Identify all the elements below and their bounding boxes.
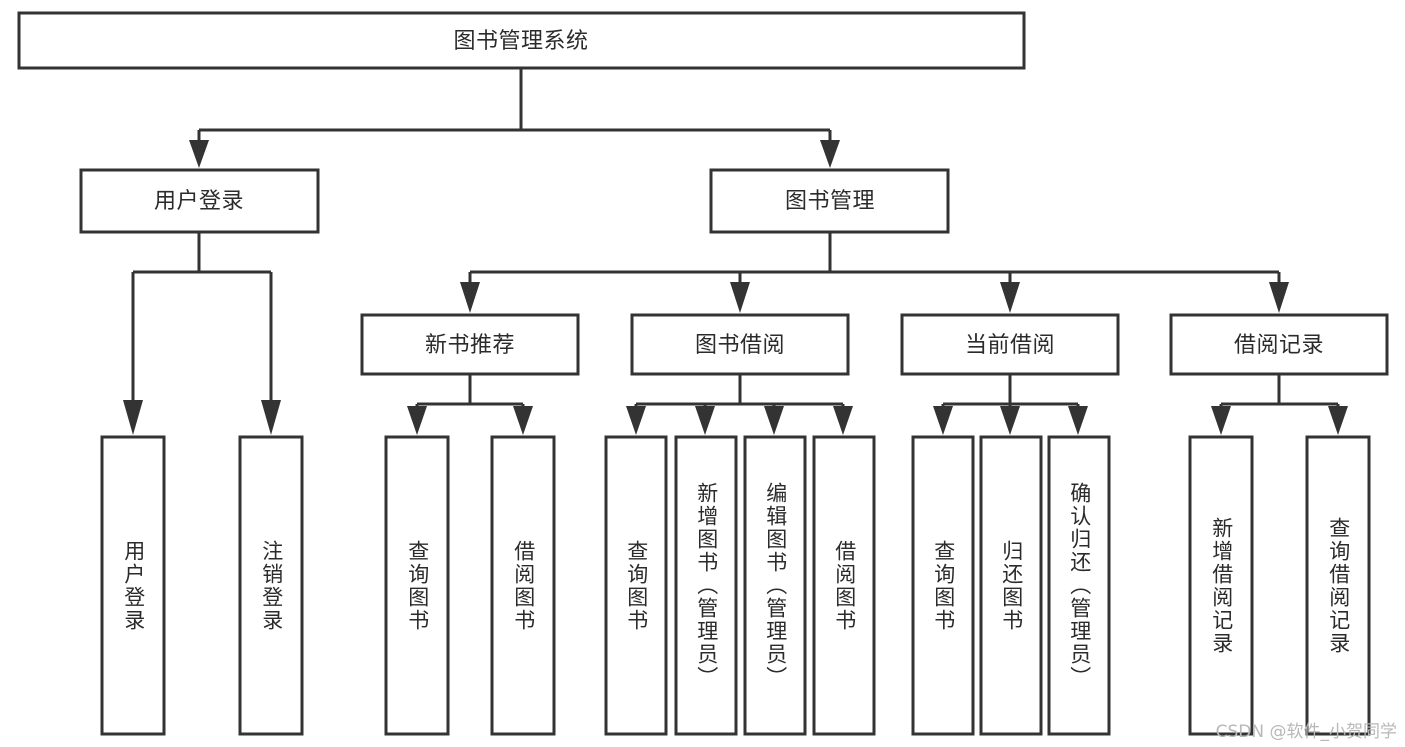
arrow-to-book-mgmt bbox=[820, 140, 840, 168]
arrow-book-mgmt-child-3 bbox=[1000, 282, 1020, 313]
leaf-box-user-login-1[interactable] bbox=[100, 435, 166, 736]
arrow-to-user-login bbox=[189, 140, 209, 168]
node-root-label: 图书管理系统 bbox=[453, 29, 588, 54]
leaf-box-new-book-2[interactable] bbox=[490, 435, 556, 736]
arrow-book-borrow-leaf-4 bbox=[833, 406, 853, 435]
leaf-box-current-borrow-2[interactable] bbox=[979, 435, 1043, 736]
arrow-borrow-record-leaf-2 bbox=[1328, 406, 1348, 435]
connector-group-book-borrow bbox=[626, 374, 853, 435]
node-new-book-recommend-box[interactable] bbox=[360, 313, 580, 376]
node-current-borrow-label: 当前借阅 bbox=[965, 333, 1055, 358]
leaf-box-book-borrow-3[interactable] bbox=[743, 435, 807, 736]
leaf-boxes-borrow-record bbox=[1188, 435, 1371, 736]
arrow-book-borrow-leaf-3 bbox=[764, 406, 784, 435]
node-user-login[interactable]: 用户登录 bbox=[79, 168, 320, 234]
node-borrow-record-box[interactable] bbox=[1169, 313, 1389, 376]
node-root[interactable]: 图书管理系统 bbox=[17, 11, 1026, 70]
leaf-box-borrow-record-2[interactable] bbox=[1305, 435, 1371, 736]
connector-group-current-borrow bbox=[933, 374, 1088, 435]
node-new-book-recommend-label: 新书推荐 bbox=[425, 333, 515, 358]
arrow-borrow-record-leaf-1 bbox=[1211, 406, 1231, 435]
connector-group-borrow-record bbox=[1211, 374, 1348, 435]
node-borrow-record[interactable]: 借阅记录 bbox=[1169, 313, 1389, 376]
leaf-box-current-borrow-1[interactable] bbox=[911, 435, 975, 736]
node-book-borrow-label: 图书借阅 bbox=[695, 333, 785, 358]
arrow-new-book-leaf-1 bbox=[407, 406, 427, 435]
node-book-mgmt-label: 图书管理 bbox=[785, 189, 875, 214]
arrow-current-borrow-leaf-1 bbox=[933, 406, 953, 435]
node-book-borrow[interactable]: 图书借阅 bbox=[630, 313, 850, 376]
node-current-borrow[interactable]: 当前借阅 bbox=[900, 313, 1120, 376]
node-borrow-record-label: 借阅记录 bbox=[1234, 333, 1324, 358]
leaf-box-book-borrow-4[interactable] bbox=[812, 435, 876, 736]
node-book-mgmt[interactable]: 图书管理 bbox=[709, 168, 950, 234]
arrow-user-login-leaf-2 bbox=[261, 400, 281, 435]
leaf-box-borrow-record-1[interactable] bbox=[1188, 435, 1254, 736]
leaf-box-book-borrow-1[interactable] bbox=[604, 435, 668, 736]
arrow-book-mgmt-child-1 bbox=[460, 282, 480, 313]
connector-group-new-book bbox=[407, 374, 533, 435]
leaf-box-user-login-2[interactable] bbox=[238, 435, 304, 736]
node-current-borrow-box[interactable] bbox=[900, 313, 1120, 376]
node-user-login-label: 用户登录 bbox=[154, 189, 244, 214]
arrow-user-login-leaf-1 bbox=[123, 400, 143, 435]
leaf-box-current-borrow-3[interactable] bbox=[1047, 435, 1111, 736]
leaf-boxes-current-borrow bbox=[911, 435, 1111, 736]
leaf-box-new-book-1[interactable] bbox=[384, 435, 450, 736]
arrow-book-mgmt-child-4 bbox=[1269, 282, 1289, 313]
leaf-boxes-new-book-recommend bbox=[384, 435, 556, 736]
leaf-box-book-borrow-2[interactable] bbox=[674, 435, 738, 736]
node-book-borrow-box[interactable] bbox=[630, 313, 850, 376]
leaf-boxes-user-login bbox=[100, 435, 304, 736]
arrow-book-borrow-leaf-2 bbox=[695, 406, 715, 435]
arrow-current-borrow-leaf-2 bbox=[1000, 406, 1020, 435]
leaf-boxes-book-borrow bbox=[604, 435, 876, 736]
arrow-book-mgmt-child-2 bbox=[730, 282, 750, 313]
connector-group-user-login bbox=[123, 232, 281, 435]
arrow-new-book-leaf-2 bbox=[513, 406, 533, 435]
node-user-login-box[interactable] bbox=[79, 168, 320, 234]
arrow-book-borrow-leaf-1 bbox=[626, 406, 646, 435]
node-root-box[interactable] bbox=[17, 11, 1026, 70]
connector-group-book-mgmt bbox=[460, 232, 1289, 313]
node-new-book-recommend[interactable]: 新书推荐 bbox=[360, 313, 580, 376]
arrow-current-borrow-leaf-3 bbox=[1068, 406, 1088, 435]
watermark-text: CSDN @软件_小贺同学 bbox=[1215, 722, 1397, 742]
node-book-mgmt-box[interactable] bbox=[709, 168, 950, 234]
connector-group-root bbox=[189, 68, 840, 168]
